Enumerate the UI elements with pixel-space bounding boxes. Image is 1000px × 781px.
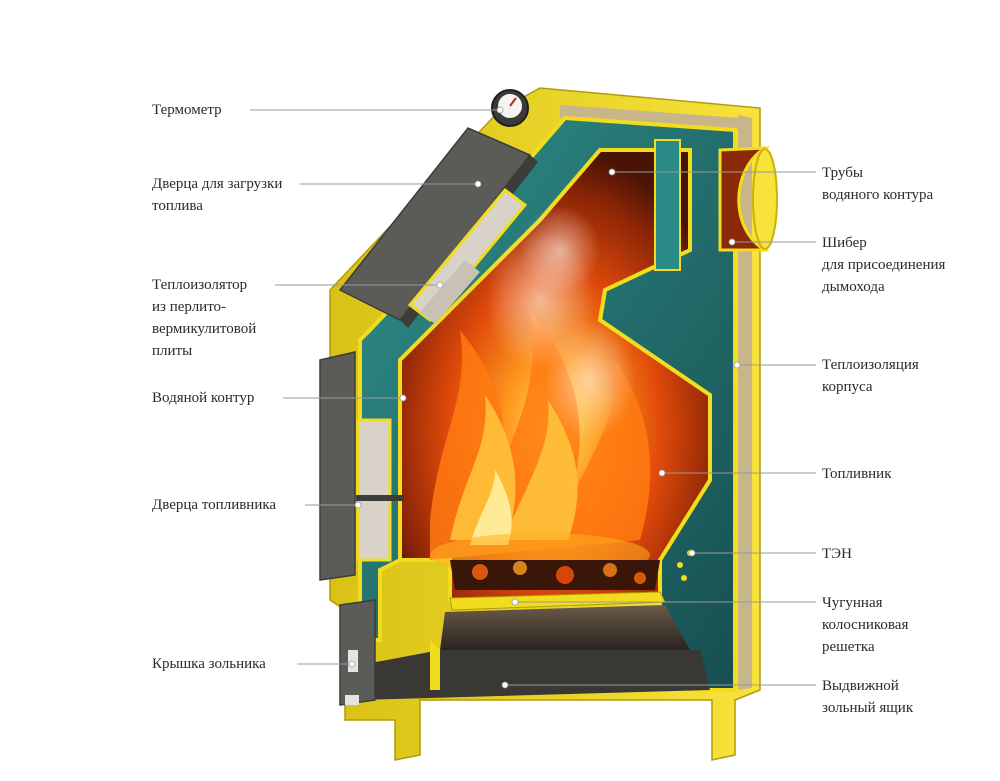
thermometer-icon [491, 89, 529, 127]
label-water-pipes: Трубы водяного контура [822, 165, 934, 203]
label-perlite-insulator: Теплоизолятор из перлито- вермикулитовой… [152, 277, 257, 359]
smoke [485, 205, 635, 440]
label-firebox: Топливник [822, 466, 892, 482]
label-heating-element: ТЭН [822, 546, 852, 562]
label-thermometer: Термометр [152, 102, 222, 118]
leader-dots [348, 106, 741, 689]
coal-bed [450, 560, 660, 590]
ash-pit [360, 605, 710, 700]
label-ash-drawer: Выдвижной зольный ящик [822, 678, 914, 716]
label-body-insulation: Теплоизоляция корпуса [822, 357, 919, 395]
flue-pipe [718, 146, 778, 252]
label-cast-iron-grate: Чугунная колосниковая решетка [822, 595, 909, 655]
firebox-door [319, 351, 404, 581]
water-pipes [654, 139, 681, 271]
leader-lines [250, 109, 816, 686]
label-chimney-damper: Шибер для присоединения дымохода [822, 235, 946, 295]
label-firebox-door: Дверца топливника [152, 497, 277, 513]
label-ash-pit-cover: Крышка зольника [152, 656, 266, 672]
ash-pit-cover [339, 599, 376, 706]
label-fuel-loading-door: Дверца для загрузки топлива [152, 176, 283, 214]
label-water-circuit: Водяной контур [152, 390, 255, 406]
